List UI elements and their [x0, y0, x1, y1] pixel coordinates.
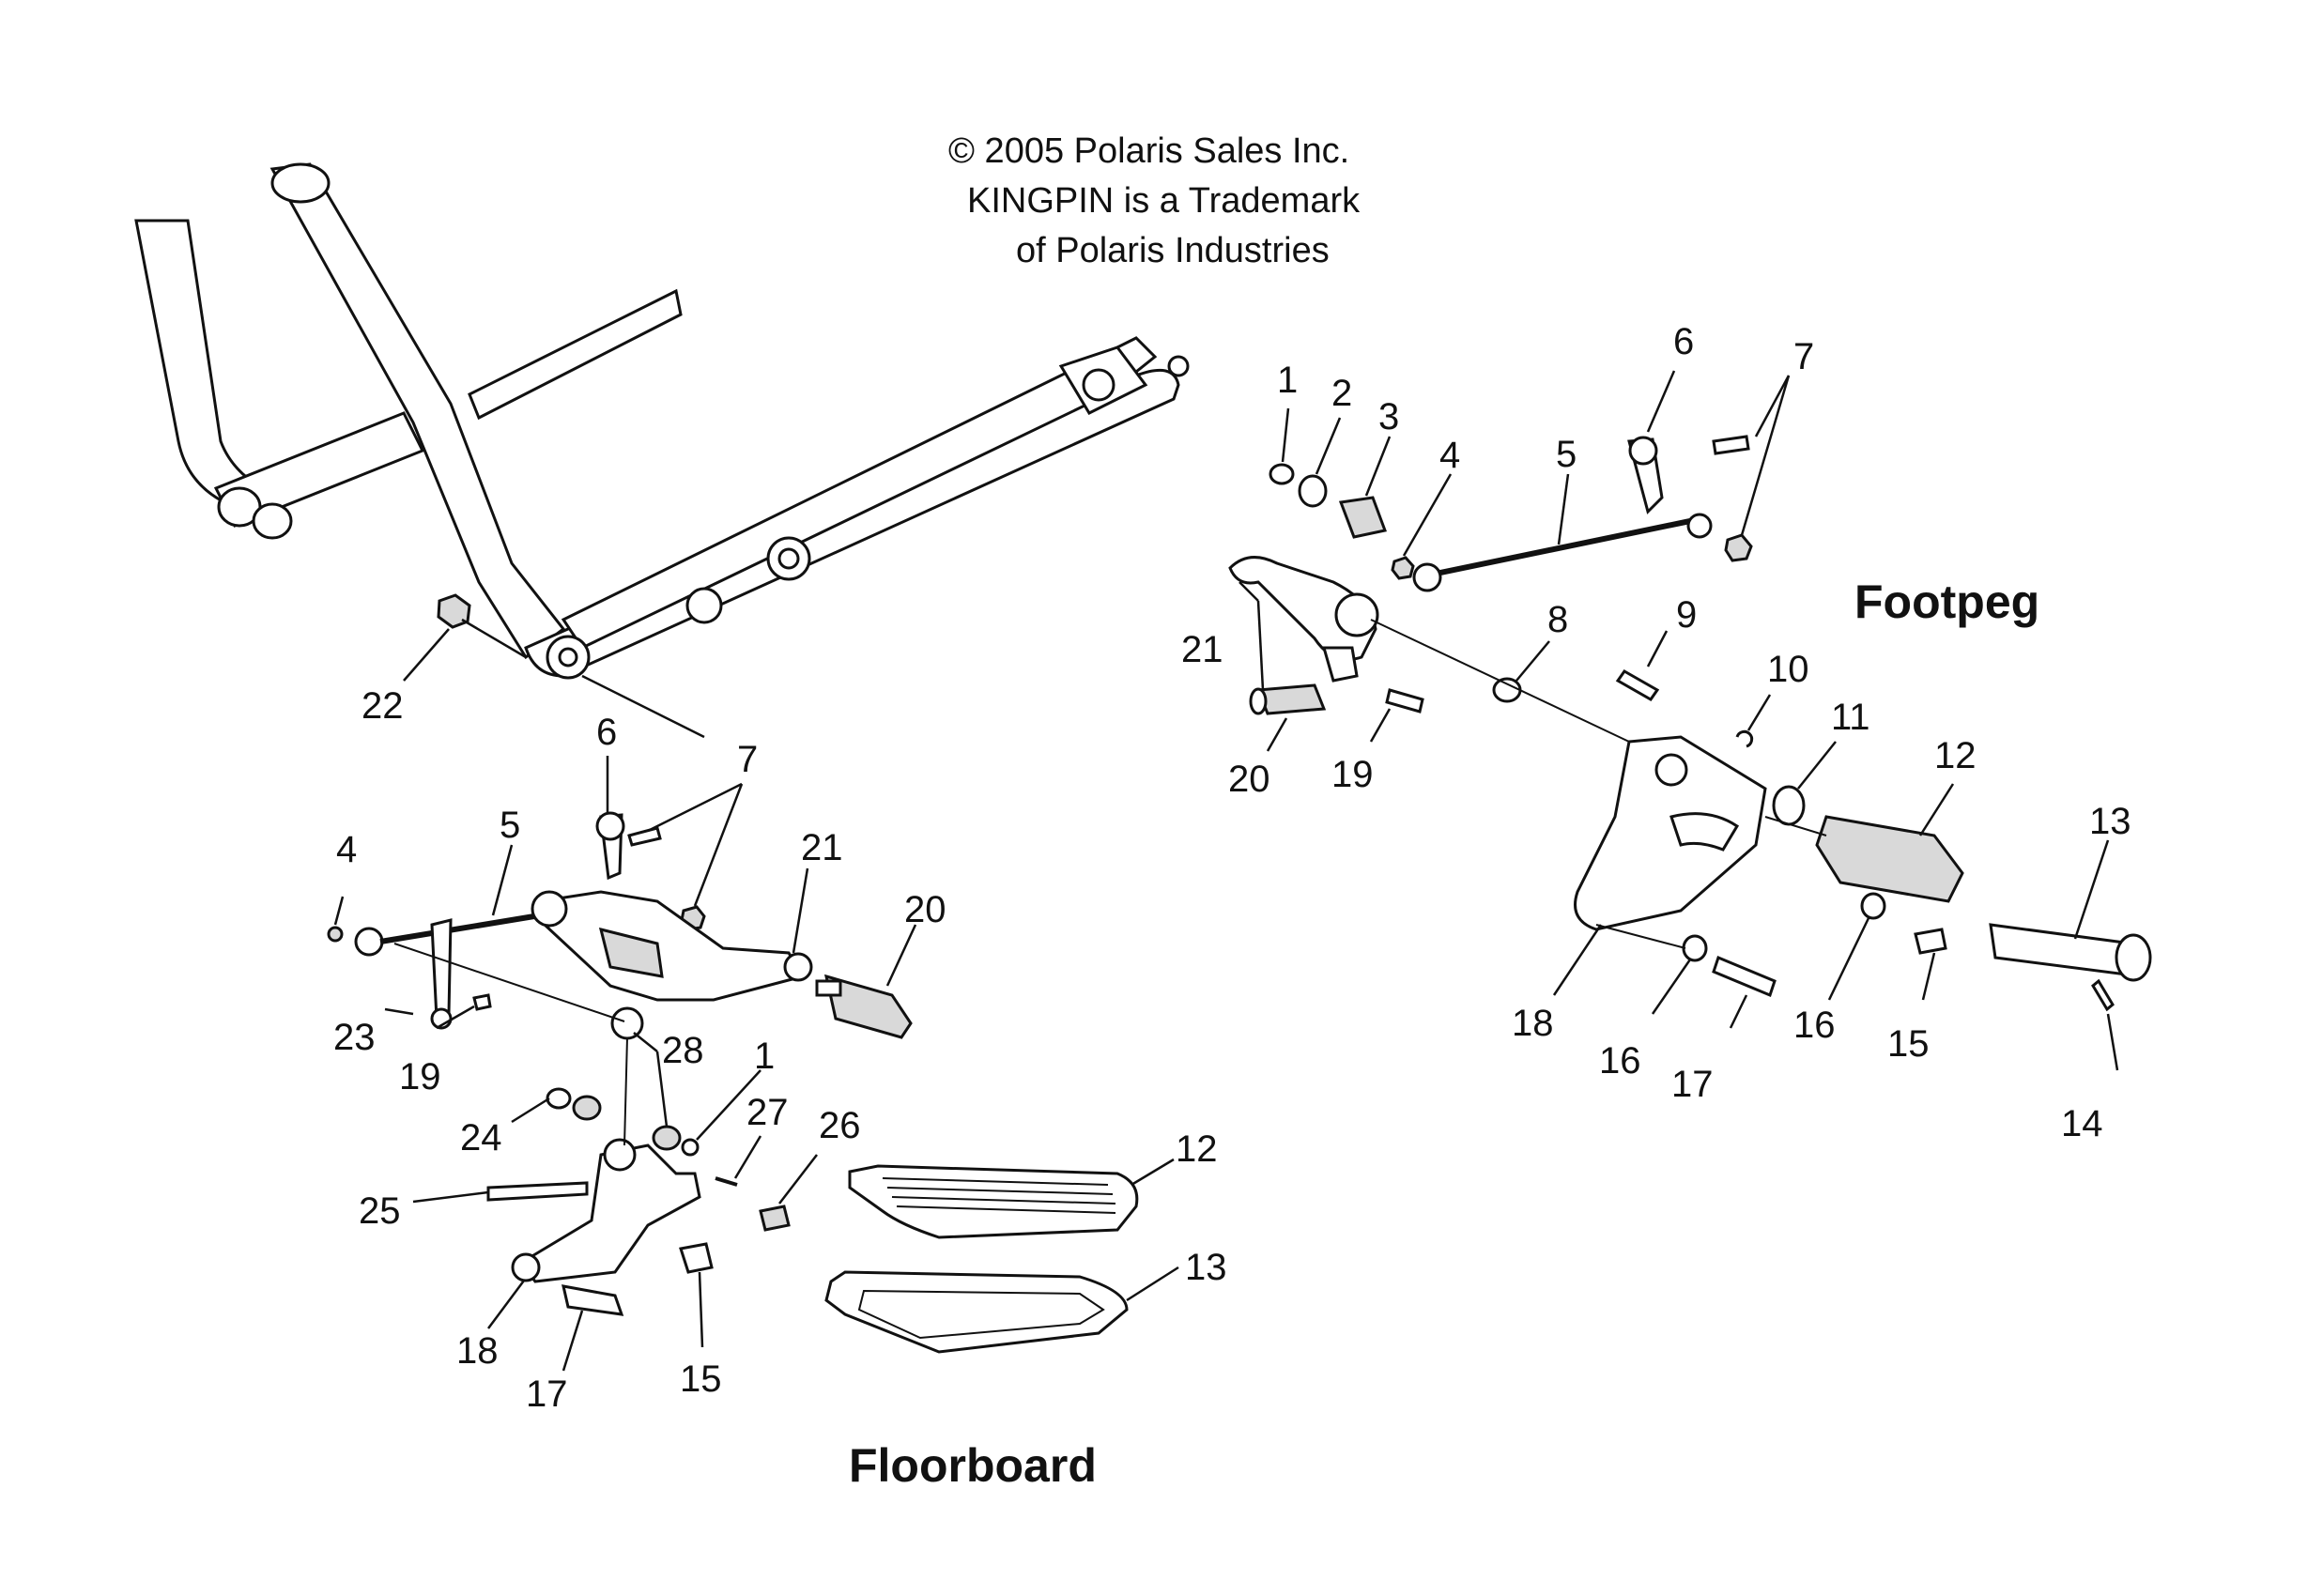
footpeg-callout-8: 8	[1547, 599, 1568, 640]
section-title-footpeg: Footpeg	[1854, 575, 2039, 628]
footpeg-callout-14: 14	[2061, 1103, 2103, 1144]
footpeg-assembly	[1228, 370, 2152, 1071]
floorboard-callout-4: 4	[336, 829, 357, 870]
footpeg-callout-20: 20	[1228, 759, 1270, 800]
footpeg-callout-6: 6	[1673, 321, 1694, 362]
copyright-line-3: of Polaris Industries	[1016, 231, 1330, 270]
copyright-line-1: © 2005 Polaris Sales Inc.	[948, 131, 1349, 171]
footpeg-callout-13: 13	[2089, 801, 2131, 842]
floorboard-callout-28: 28	[662, 1030, 704, 1071]
footpeg-callout-5: 5	[1556, 434, 1577, 475]
footpeg-callout-16-left: 16	[1599, 1040, 1641, 1082]
floorboard-assembly	[327, 756, 1179, 1372]
floorboard-callout-5: 5	[500, 805, 520, 846]
footpeg-callout-18: 18	[1512, 1003, 1554, 1044]
floorboard-callout-18: 18	[456, 1330, 499, 1372]
footpeg-callout-9: 9	[1676, 594, 1697, 636]
footpeg-callout-12: 12	[1934, 735, 1977, 776]
footpeg-callout-3: 3	[1378, 396, 1399, 437]
floorboard-callout-13: 13	[1185, 1247, 1227, 1288]
footpeg-callout-17: 17	[1671, 1064, 1714, 1105]
floorboard-callout-1: 1	[754, 1036, 775, 1077]
floorboard-callout-23: 23	[333, 1017, 376, 1058]
section-title-floorboard: Floorboard	[849, 1439, 1097, 1492]
footpeg-callout-16-right: 16	[1793, 1005, 1836, 1046]
footpeg-callout-19: 19	[1331, 754, 1374, 795]
footpeg-callout-10: 10	[1767, 649, 1809, 690]
floorboard-callout-6: 6	[596, 712, 617, 753]
floorboard-callout-17: 17	[526, 1373, 568, 1415]
floorboard-callout-24: 24	[460, 1117, 502, 1159]
floorboard-callout-27: 27	[746, 1092, 789, 1133]
frame-callout-22: 22	[362, 685, 404, 727]
floorboard-callout-21: 21	[801, 827, 843, 868]
floorboard-callout-25: 25	[359, 1190, 401, 1232]
frame-assembly	[134, 162, 1190, 739]
floorboard-callout-15: 15	[680, 1358, 722, 1400]
floorboard-callout-12: 12	[1176, 1128, 1218, 1170]
floorboard-callout-20: 20	[904, 889, 946, 930]
floorboard-callout-26: 26	[819, 1105, 861, 1146]
floorboard-callout-7: 7	[737, 739, 758, 780]
footpeg-callout-1: 1	[1277, 360, 1298, 401]
footpeg-callout-21: 21	[1181, 629, 1223, 670]
copyright-line-2: KINGPIN is a Trademark	[967, 181, 1361, 221]
footpeg-callout-4: 4	[1439, 435, 1460, 476]
footpeg-callout-2: 2	[1331, 373, 1352, 414]
footpeg-callout-15: 15	[1887, 1023, 1930, 1065]
footpeg-callout-11: 11	[1831, 697, 1870, 738]
footpeg-callout-7: 7	[1793, 336, 1814, 377]
floorboard-callout-19: 19	[399, 1056, 441, 1097]
